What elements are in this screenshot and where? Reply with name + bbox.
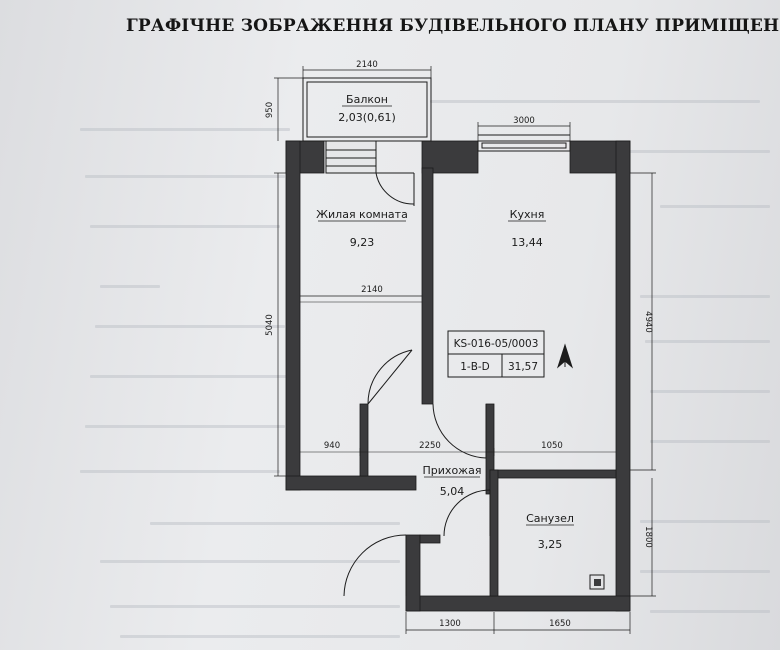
- plan-label-box: KS-016-05/0003 1-В-D 31,57: [447, 330, 545, 378]
- dim-kitchen-window: 3000: [513, 116, 535, 126]
- room-bathroom-area: 3,25: [538, 538, 563, 551]
- north-arrow-icon: [556, 343, 574, 369]
- room-hallway-name: Прихожая: [423, 464, 482, 477]
- room-living-area: 9,23: [350, 236, 375, 249]
- plan-total-area: 31,57: [508, 361, 538, 373]
- dim-bottom-right: 1650: [549, 619, 571, 629]
- room-bathroom-name: Санузел: [526, 512, 574, 525]
- room-kitchen-area: 13,44: [511, 236, 543, 249]
- plan-section: 1-В-D: [460, 361, 490, 373]
- walls: [285, 140, 631, 612]
- balcony-outline: [302, 77, 432, 174]
- partitions: [359, 403, 617, 597]
- dimension-lines: [274, 66, 656, 634]
- bathroom-fixture-inner: [594, 579, 601, 586]
- room-hallway-area: 5,04: [440, 485, 465, 498]
- dim-bottom-left: 1300: [439, 619, 461, 629]
- dim-hall-right: 1050: [541, 441, 563, 451]
- dim-balcony-depth: 950: [265, 102, 275, 118]
- dim-living-width: 2140: [361, 285, 383, 295]
- dim-hall-mid: 2250: [419, 441, 441, 451]
- bathroom-fixture: [589, 574, 605, 590]
- room-balcony-name: Балкон: [346, 93, 388, 106]
- document-title: ГРАФІЧНЕ ЗОБРАЖЕННЯ БУДІВЕЛЬНОГО ПЛАНУ П…: [126, 16, 780, 36]
- room-kitchen-name: Кухня: [510, 208, 545, 221]
- dim-bath-height: 1800: [643, 526, 653, 548]
- dim-balcony-width: 2140: [356, 60, 378, 70]
- kitchen-window: [477, 134, 571, 152]
- dim-living-height: 5040: [265, 314, 275, 336]
- dim-kitchen-height: 4940: [643, 311, 653, 333]
- doors: [343, 172, 491, 597]
- room-balcony-area: 2,03(0,61): [338, 111, 396, 124]
- plan-code: KS-016-05/0003: [454, 338, 539, 350]
- room-living-name: Жилая комната: [316, 208, 408, 221]
- dim-hall-left: 940: [324, 441, 340, 451]
